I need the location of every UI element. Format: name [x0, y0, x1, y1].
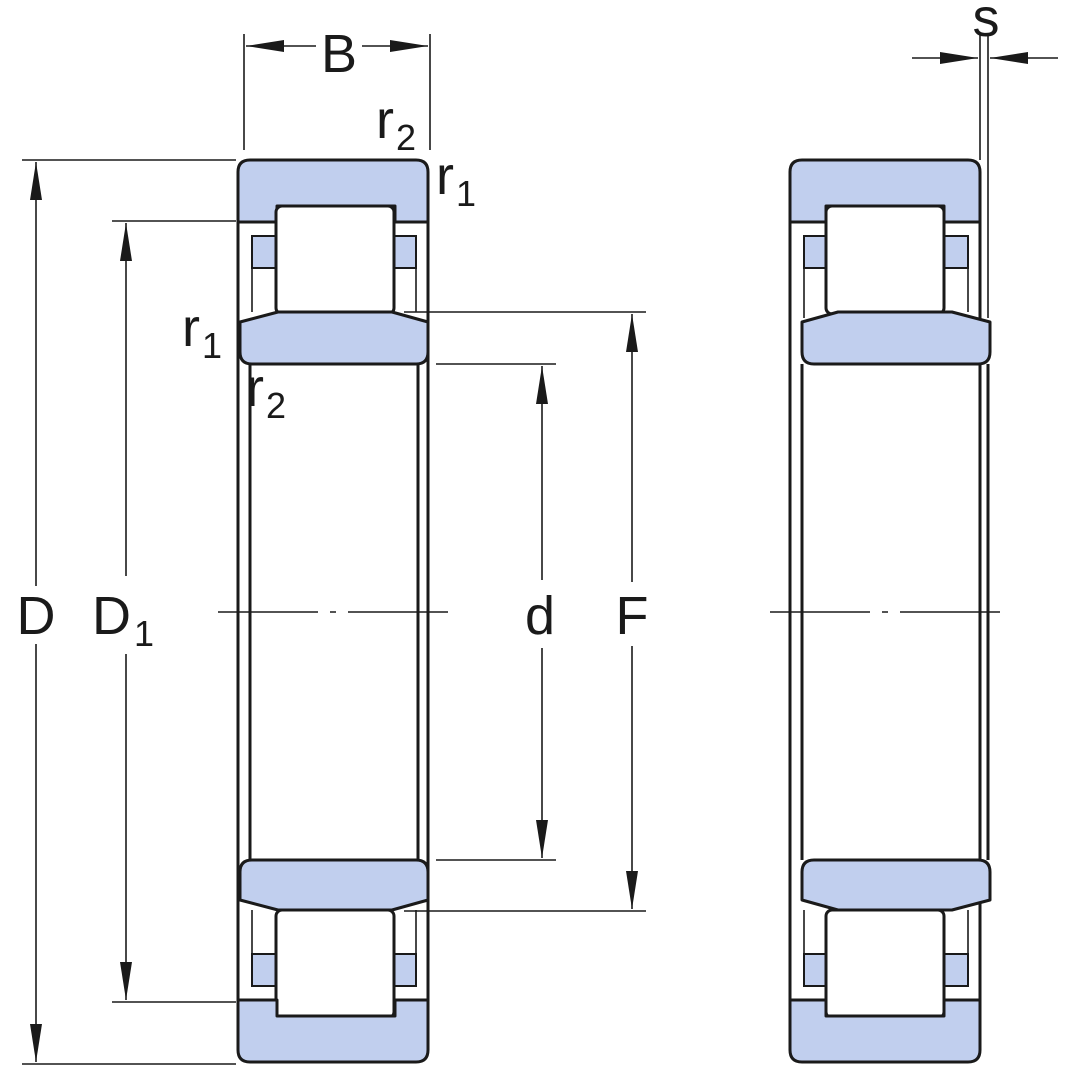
- label-axial-displacement-s: s: [973, 0, 1000, 48]
- right-bottom-cage-left: [803, 953, 827, 987]
- label-bore-diameter-d: d: [525, 586, 555, 646]
- f-arrow-bottom: [626, 871, 638, 909]
- right-top-outer-ring: [788, 158, 982, 224]
- d-outer-arrow-bottom: [30, 1024, 42, 1062]
- bore-arrow-bottom: [536, 820, 548, 858]
- top-cage-left: [251, 235, 277, 269]
- label-r1-outer-main: r: [436, 146, 454, 206]
- label-r2-top-subscript: 2: [396, 117, 416, 158]
- right-bottom-outer-ring: [788, 998, 982, 1064]
- label-r1-inner-subscript: 1: [202, 325, 222, 366]
- top-inner-ring: [238, 310, 430, 366]
- top-roller: [274, 204, 396, 316]
- label-d1-main: D: [92, 586, 131, 646]
- bottom-inner-ring: [238, 858, 430, 912]
- s-arrow-right: [990, 52, 1028, 64]
- right-bottom-inner-ring: [800, 858, 992, 912]
- top-outer-ring: [236, 158, 430, 224]
- label-r2-inner-main: r: [246, 358, 264, 418]
- bottom-cage-left: [251, 953, 277, 987]
- bottom-cage-right: [393, 953, 417, 987]
- label-r2-top-main: r: [376, 90, 394, 150]
- label-raceway-diameter-f: F: [616, 586, 649, 646]
- right-top-cage-left: [803, 235, 827, 269]
- dimension-lines: [22, 34, 1058, 1065]
- top-cage-right: [393, 235, 417, 269]
- label-outer-diameter-d: D: [17, 586, 56, 646]
- bottom-roller: [274, 908, 396, 1020]
- d1-arrow-top: [120, 223, 132, 261]
- f-arrow-top: [626, 314, 638, 352]
- right-bearing-view: [770, 158, 1000, 1064]
- d-outer-arrow-top: [30, 162, 42, 200]
- right-bottom-cage-right: [943, 953, 969, 987]
- label-width-b: B: [321, 24, 357, 84]
- label-r2-inner-subscript: 2: [266, 385, 286, 426]
- b-arrow-left: [246, 40, 284, 52]
- label-r1-inner-main: r: [182, 298, 200, 358]
- right-bottom-roller: [824, 908, 946, 1020]
- s-arrow-left: [940, 52, 978, 64]
- d1-arrow-bottom: [120, 962, 132, 1000]
- right-top-cage-right: [943, 235, 969, 269]
- right-top-roller: [824, 204, 946, 316]
- label-d1-subscript: 1: [134, 613, 154, 654]
- left-bearing-view: [218, 158, 448, 1064]
- dimension-labels: B s D D 1 d F r 2 r 1 r 1 r 2: [17, 0, 1000, 654]
- bore-arrow-top: [536, 366, 548, 404]
- label-r1-outer-subscript: 1: [456, 173, 476, 214]
- bottom-outer-ring: [236, 998, 430, 1064]
- b-arrow-right: [390, 40, 428, 52]
- right-top-inner-ring: [800, 310, 992, 366]
